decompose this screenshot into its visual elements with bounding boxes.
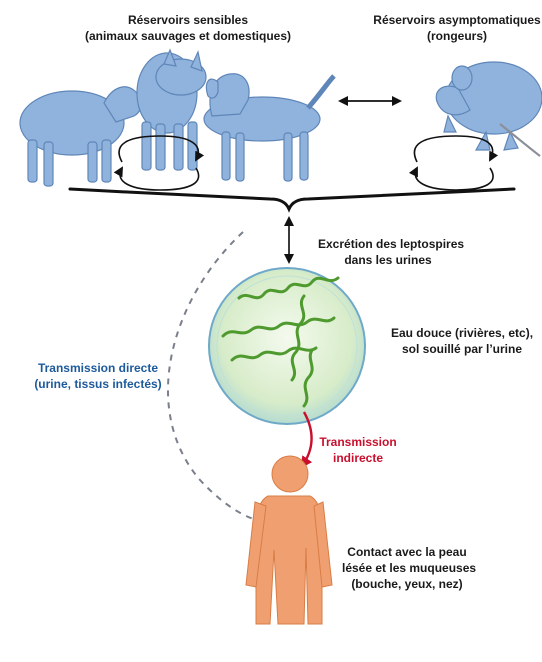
- reservoir-brace: [70, 189, 514, 209]
- rat-icon: [436, 62, 542, 156]
- water-drop-icon: [209, 268, 365, 424]
- pig-icon: [137, 50, 206, 170]
- dog-icon: [204, 74, 334, 181]
- label-direct-transmission: Transmission directe (urine, tissus infe…: [24, 360, 172, 392]
- label-contact: Contact avec la peau lésée et les muqueu…: [342, 544, 472, 592]
- label-sensible-reservoirs: Réservoirs sensibles (animaux sauvages e…: [58, 12, 318, 44]
- sheep-icon: [20, 87, 141, 186]
- label-indirect-transmission: Transmission indirecte: [318, 434, 398, 466]
- label-asymptomatic-reservoirs: Réservoirs asymptomatiques (rongeurs): [372, 12, 542, 44]
- label-water: Eau douce (rivières, etc), sol souillé p…: [382, 325, 542, 357]
- label-excretion: Excrétion des leptospires dans les urine…: [318, 236, 458, 268]
- human-icon: [246, 456, 332, 624]
